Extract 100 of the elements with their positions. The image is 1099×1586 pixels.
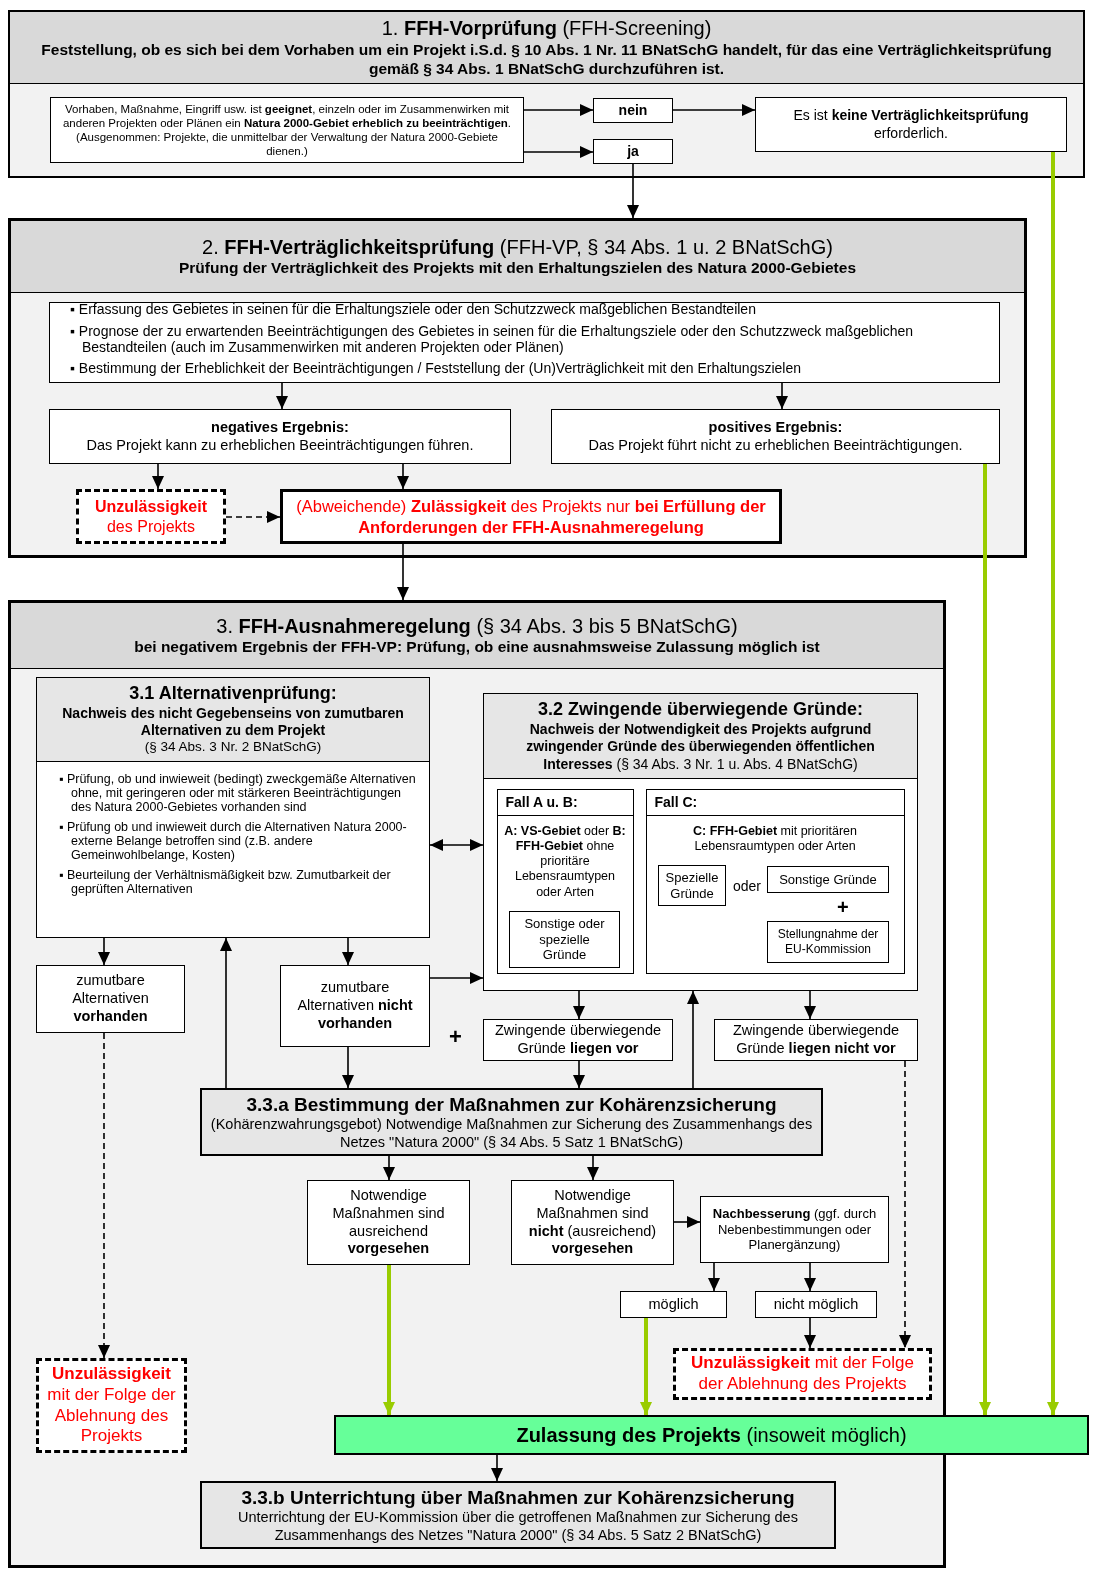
arrow (776, 382, 788, 410)
checklist-box (49, 302, 1000, 383)
arrow (804, 1262, 816, 1292)
process-box (658, 865, 726, 906)
subheading: Prüfung der Verträglichkeit des Projekts mit den Erhaltungszielen des Natura 2000-Gebietes (178, 259, 856, 279)
arrow (1047, 152, 1059, 1415)
bullet-text: ▪ Prüfung, ob und inwieweit (bedingt) zweckgemäße Alternativen ohne, mit geringeren oder mit stärkeren Beeinträchtigungen des Natura 2000-Gebietes vorhanden sind (59, 772, 417, 814)
subheading: (§ 34 Abs. 3 Nr. 2 BNatSchG) (144, 739, 322, 756)
arrow (98, 1032, 110, 1359)
process-box (714, 1019, 918, 1061)
process-box (767, 866, 889, 893)
arrow (523, 104, 594, 116)
process-box (200, 1088, 823, 1156)
process-box (551, 409, 1000, 464)
heading: 3.3.b Unterrichtung über Maßnahmen zur Kohärenzsicherung (241, 1485, 795, 1509)
arrow (429, 972, 484, 984)
box-text: Sonstige oder spezielle Gründe (523, 915, 606, 964)
arrow (587, 1155, 599, 1181)
arrow (397, 543, 409, 601)
heading: 1. FFH-Vorprüfung (FFH-Screening) (381, 16, 712, 41)
box-text: Das Projekt führt nicht zu erheblichen Beeinträchtigungen. (588, 436, 963, 455)
panel (36, 677, 430, 938)
arrow (152, 463, 164, 490)
process-box (49, 409, 511, 464)
box-text: zumutbare Alternativen nicht vorhanden (296, 979, 414, 1033)
box-text: Notwendige Maßnahmen sind ausreichend vorgesehen (331, 1187, 446, 1258)
arrow (342, 1046, 354, 1089)
box-text: ja (627, 142, 639, 161)
box-text: Das Projekt kann zu erheblichen Beeinträchtigungen führen. (86, 436, 474, 455)
dashed-box (36, 1358, 187, 1453)
arrow (804, 1317, 816, 1349)
process-box (620, 1291, 727, 1318)
process-box (50, 97, 524, 163)
box-text: Unterrichtung der EU-Kommission über die getroffenen Maßnahmen zur Sicherung des Zusammenhangs des Netzes "Natura 2000" (§ 34 Abs. 5 Satz 2 BNatSchG) (237, 1508, 799, 1545)
box-text: C: FFH-Gebiet mit prioritären Lebensraumtypen oder Arten (692, 823, 858, 855)
box-text: möglich (648, 1295, 699, 1314)
arrow (225, 511, 281, 523)
bullet-text: ▪ Bestimmung der Erheblichkeit der Beeinträchtigungen / Feststellung der (Un)Verträglichkeit mit den Erhaltungszielen (70, 361, 802, 377)
arrow (342, 937, 354, 966)
dashed-box (76, 489, 226, 544)
bullet-text: ▪ Prüfung ob und inwieweit durch die Alternativen Natura 2000-externe Belange betroffen sind (z.B. andere Gemeinwohlbelange, Kosten) (59, 820, 408, 862)
box-text: (Abweichende) Zulässigkeit des Projekts nur bei Erfüllung der Anforderungen der FFH-Ausnahmeregelung (295, 496, 767, 537)
process-box (755, 97, 1067, 152)
section-panel (8, 10, 1085, 178)
plus-sign: + (449, 1024, 462, 1050)
box-text: nein (618, 101, 648, 120)
process-box (755, 1291, 877, 1318)
box-text: Vorhaben, Maßnahme, Eingriff usw. ist geeignet, einzeln oder im Zusammenwirken mit anderen Projekten oder Plänen ein Natura 2000-Gebiet erheblich zu beeinträchtigen. (Ausgenommen: Projekte, die unmittelbar der Verwaltung der Natura 2000-Gebiete dienen.) (61, 101, 513, 159)
process-box (280, 489, 782, 544)
process-box (36, 965, 185, 1033)
heading: 3. FFH-Ausnahmeregelung (§ 34 Abs. 3 bis 5 BNatSchG) (216, 613, 738, 639)
section-panel (8, 600, 946, 1568)
heading: 2. FFH-Verträglichkeitsprüfung (FFH-VP, § 34 Abs. 1 u. 2 BNatSchG) (202, 234, 833, 260)
arrow (627, 163, 639, 219)
arrow (383, 1265, 395, 1415)
box-text: zumutbare Alternativen vorhanden (71, 972, 150, 1026)
box-text: Unzulässigkeit des Projekts (94, 497, 208, 536)
arrow (640, 1318, 652, 1415)
arrow (573, 990, 585, 1020)
panel (645, 788, 905, 974)
process-box (200, 1481, 836, 1549)
box-text: Unzulässigkeit mit der Folge der Ablehnung des Projekts (690, 1353, 915, 1395)
arrow (979, 464, 991, 1415)
section-panel (8, 218, 1027, 558)
arrow (672, 104, 756, 116)
box-text: Notwendige Maßnahmen sind nicht (ausreichend) vorgesehen (527, 1187, 658, 1258)
arrow (687, 990, 699, 1089)
box-text: nicht möglich (773, 1295, 859, 1314)
heading: Fall A u. B: (497, 789, 633, 816)
arrow (98, 937, 110, 966)
process-box (593, 139, 673, 164)
result-bar (334, 1415, 1089, 1455)
plus-sign: + (837, 896, 849, 919)
subheading: Feststellung, ob es sich bei dem Vorhaben um ein Projekt i.S.d. § 10 Abs. 1 Nr. 11 BNatSchG handelt, für das eine Verträglichkeitsprüfung gemäß § 34 Abs. 1 BNatSchG durchzuführen ist. (40, 40, 1053, 79)
process-box (307, 1180, 470, 1265)
connector-word: oder (733, 878, 762, 894)
arrow (276, 382, 288, 410)
arrow (523, 146, 594, 158)
arrow (708, 1262, 720, 1292)
process-box (767, 921, 889, 963)
subheading: bei negativem Ergebnis der FFH-VP: Prüfung, ob eine ausnahmsweise Zulassung möglich ist (134, 638, 820, 658)
subheading: Nachweis der Notwendigkeit des Projekts aufgrund zwingender Gründe des überwiegenden öffentlichen Interesses (§ 34 Abs. 3 Nr. 1 u. Abs. 4 BNatSchG) (525, 721, 876, 773)
box-text: Stellungnahme der EU-Kommission (776, 927, 880, 957)
box-text: Unzulässigkeit mit der Folge der Ablehnung des Projekts (46, 1364, 177, 1447)
arrow (673, 1216, 701, 1228)
box-text: Es ist keine Verträglichkeitsprüfung erforderlich. (792, 107, 1030, 142)
heading: negatives Ergebnis: (211, 418, 349, 437)
arrow (397, 463, 409, 490)
arrow (573, 1060, 585, 1089)
arrow (220, 937, 232, 1089)
process-box (483, 1019, 673, 1061)
bullet-text: ▪ Prognose der zu erwartenden Beeinträchtigungen des Gebietes in seinen für die Erhaltungsziele oder den Schutzzweck maßgeblichen Bestandteilen (auch im Zusammenwirken mit anderen Projekten oder Plänen) (70, 323, 915, 356)
heading: 3.1 Alternativenprüfung: (129, 683, 337, 706)
box-text: Spezielle Gründe (665, 869, 719, 902)
box-text: Zwingende überwiegende Gründe liegen vor (493, 1022, 663, 1058)
box-text: Sonstige Gründe (779, 871, 877, 888)
arrow (899, 1060, 911, 1349)
double-arrow (429, 839, 484, 851)
arrow (491, 1454, 503, 1482)
process-box (700, 1196, 889, 1263)
